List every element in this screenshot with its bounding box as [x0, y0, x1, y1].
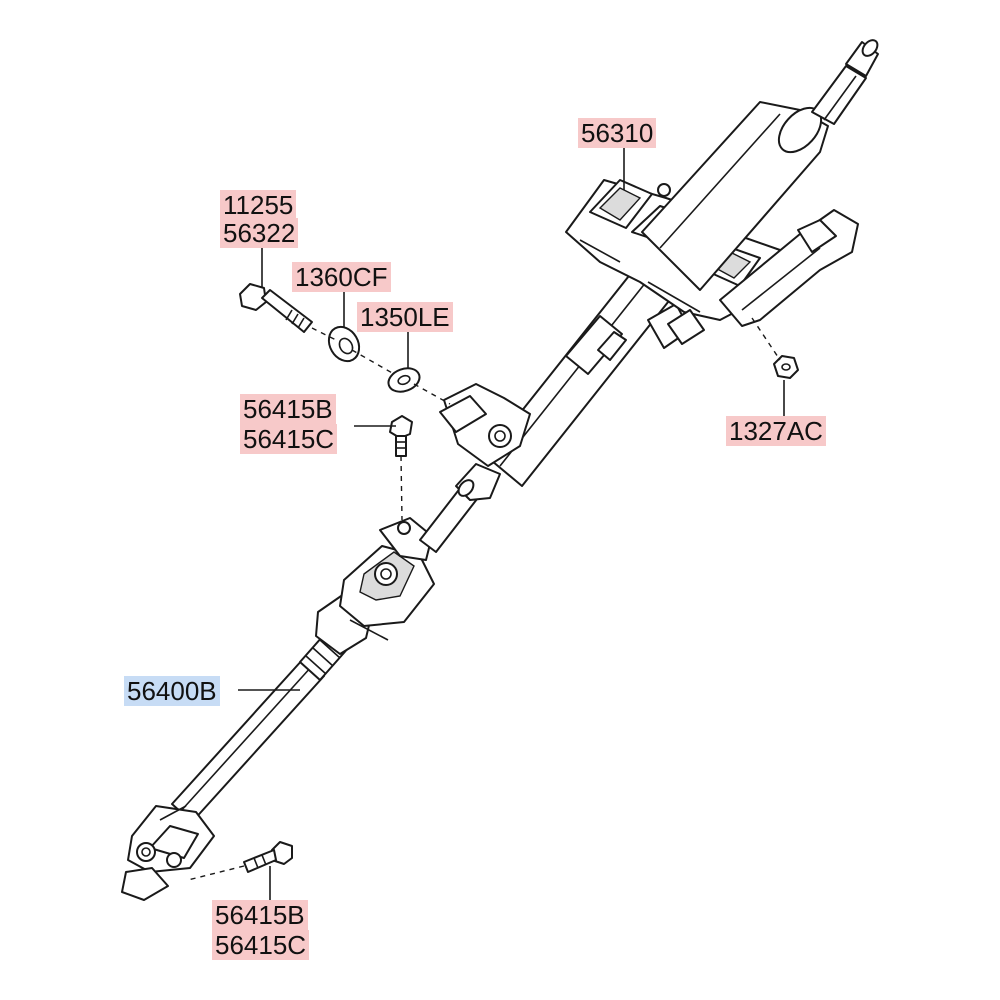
label-56310[interactable]: 56310: [578, 118, 657, 148]
tilt-lever[interactable]: [719, 209, 859, 327]
intermediate-shaft[interactable]: [171, 627, 351, 823]
flat-washer[interactable]: [385, 364, 423, 396]
label-56400b[interactable]: 56400B: [124, 676, 220, 706]
lower-column-shaft[interactable]: [419, 463, 501, 553]
label-1327ac[interactable]: 1327AC: [726, 416, 826, 446]
pinch-bolt-upper[interactable]: [389, 415, 413, 457]
label-56415c-upper[interactable]: 56415C: [240, 424, 338, 454]
tilt-bolt[interactable]: [239, 283, 313, 333]
label-1350le[interactable]: 1350LE: [357, 302, 453, 332]
label-56415c-lower[interactable]: 56415C: [212, 930, 310, 960]
pinch-bolt-lower[interactable]: [243, 841, 293, 873]
label-11255[interactable]: 11255: [220, 190, 297, 220]
hex-nut[interactable]: [773, 355, 799, 379]
steering-column-jacket[interactable]: [439, 261, 691, 487]
label-56415b-upper[interactable]: 56415B: [240, 394, 336, 424]
upper-universal-joint[interactable]: [315, 517, 435, 655]
spacer-washer[interactable]: [323, 321, 365, 366]
label-56322[interactable]: 56322: [220, 218, 299, 248]
label-56415b-lower[interactable]: 56415B: [212, 900, 308, 930]
upper-column-shaft[interactable]: [641, 37, 880, 291]
lower-universal-joint[interactable]: [121, 805, 215, 901]
label-1360cf[interactable]: 1360CF: [292, 262, 391, 292]
